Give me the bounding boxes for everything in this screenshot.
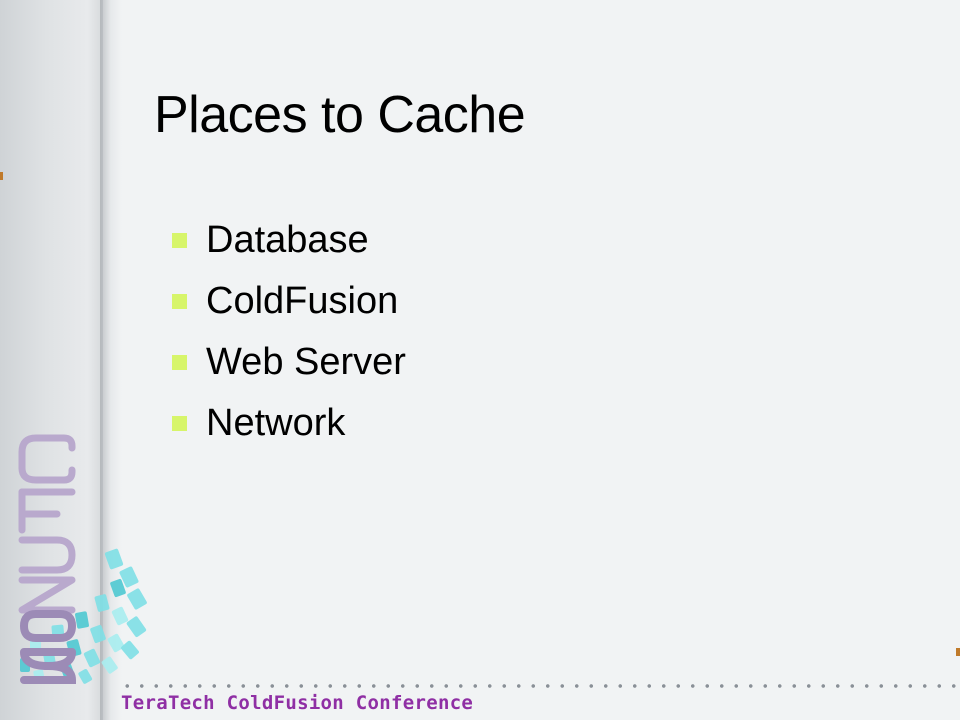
bullet-label: Database bbox=[206, 219, 369, 261]
bullet-label: ColdFusion bbox=[206, 280, 399, 322]
slide-title: Places to Cache bbox=[154, 86, 526, 144]
bullet-square-icon bbox=[172, 294, 187, 309]
bullet-label: Web Server bbox=[206, 341, 406, 383]
bullet-square-icon bbox=[172, 355, 187, 370]
cfun03-logo-icon bbox=[18, 434, 147, 684]
sidebar-panel bbox=[0, 0, 103, 720]
edge-mark bbox=[956, 648, 960, 656]
bullet-label: Network bbox=[206, 402, 346, 444]
edge-mark bbox=[0, 172, 3, 180]
bullet-square-icon bbox=[172, 416, 187, 431]
footer-label: TeraTech ColdFusion Conference bbox=[121, 692, 474, 714]
bullet-list: Database ColdFusion Web Server Network bbox=[172, 210, 406, 454]
bullet-square-icon bbox=[172, 233, 187, 248]
bullet-item: Database bbox=[172, 210, 406, 271]
logo-purple-letters bbox=[18, 434, 76, 614]
bullet-item: Web Server bbox=[172, 332, 406, 393]
footer-divider bbox=[120, 683, 960, 689]
bullet-item: ColdFusion bbox=[172, 271, 406, 332]
bullet-item: Network bbox=[172, 393, 406, 454]
sidebar-shadow bbox=[100, 0, 122, 720]
logo-year-03 bbox=[19, 610, 77, 684]
